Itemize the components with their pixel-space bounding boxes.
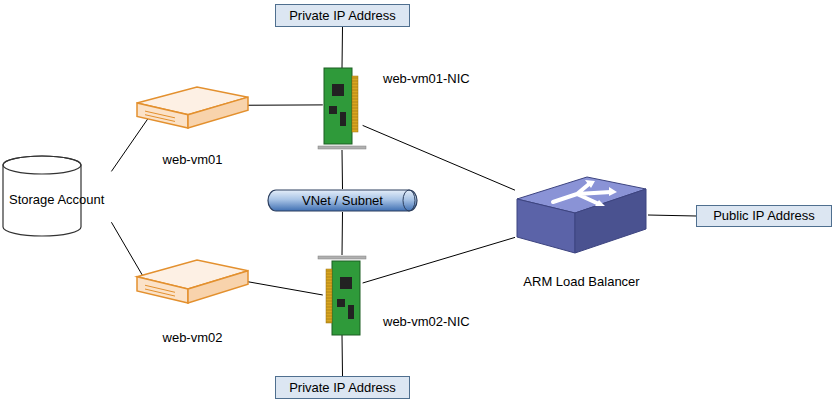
icon-shape: [145, 111, 175, 121]
connector-line: [363, 237, 515, 283]
icon-shape: [352, 108, 358, 109]
icon-shape: [352, 78, 358, 79]
icon-shape: [352, 90, 358, 91]
icon-shape: [326, 274, 332, 275]
icon-shape: [352, 96, 358, 97]
connector-line: [247, 282, 323, 296]
icon-shape: [337, 299, 345, 307]
icon-shape: [585, 180, 617, 206]
icon-shape: [329, 106, 337, 114]
icon-shape: [326, 295, 332, 296]
icon-shape: [326, 313, 332, 314]
icon-shape: [332, 84, 344, 96]
icon-shape: [352, 123, 358, 124]
icon-shape: [332, 261, 360, 335]
node-label: Storage Account: [9, 192, 104, 208]
icon-shape: [340, 277, 352, 289]
icon-shape: [352, 114, 358, 115]
icon-shape: [352, 102, 358, 103]
ip-address-box: Public IP Address: [696, 205, 832, 227]
icon-shape: [517, 199, 575, 253]
icon-shape: [135, 258, 250, 305]
vnet-pipe: VNet / Subnet: [267, 189, 418, 212]
icon-shape: [352, 93, 358, 94]
icon-shape: [188, 271, 248, 303]
icon-shape: [326, 298, 332, 299]
icon-shape: [352, 126, 358, 127]
node-label: VNet / Subnet: [302, 193, 383, 209]
icon-shape: [326, 286, 332, 287]
connector-line: [342, 27, 344, 68]
icon-shape: [326, 310, 332, 311]
icon-shape: [352, 105, 358, 106]
icon-shape: [352, 76, 358, 132]
connector-line: [342, 150, 344, 189]
icon-shape: [318, 255, 366, 335]
icon-shape: [324, 68, 352, 144]
icon-shape: [326, 319, 332, 320]
icon-shape: [137, 103, 188, 128]
icon-shape: [352, 117, 358, 118]
connector-line: [363, 125, 515, 190]
icon-shape: [318, 146, 366, 149]
vm-server: web-vm02: [135, 258, 250, 305]
icon-shape: [403, 190, 415, 211]
icon-shape: [326, 292, 332, 293]
node-label: Private IP Address: [289, 8, 396, 24]
icon-shape: [340, 112, 346, 126]
icon-shape: [352, 120, 358, 121]
icon-shape: [318, 68, 366, 150]
ip-address-box: Private IP Address: [275, 4, 410, 27]
connector-line: [342, 335, 344, 376]
icon-shape: [352, 87, 358, 88]
icon-shape: [326, 269, 332, 323]
node-label: web-vm02-NIC: [383, 314, 470, 330]
node-label: web-vm02: [163, 330, 223, 346]
ip-address-box: Private IP Address: [275, 376, 410, 399]
icon-shape: [553, 184, 611, 204]
icon-shape: [326, 271, 332, 272]
icon-shape: [352, 81, 358, 82]
icon-shape: [326, 280, 332, 281]
icon-shape: [326, 289, 332, 290]
storage-cylinder: Storage Account: [2, 155, 111, 237]
icon-shape: [352, 84, 358, 85]
icon-shape: [352, 129, 358, 130]
icon-shape: [3, 156, 81, 174]
icon-shape: [348, 305, 354, 319]
node-label: Private IP Address: [289, 380, 396, 396]
icon-shape: [135, 85, 250, 130]
node-label: ARM Load Balancer: [523, 274, 639, 290]
icon-shape: [352, 99, 358, 100]
vm-server: web-vm01: [135, 85, 250, 130]
icon-shape: [137, 277, 188, 303]
node-label: web-vm01-NIC: [383, 71, 470, 87]
node-label: web-vm01: [163, 152, 223, 168]
load-balancer: ARM Load Balancer: [515, 175, 648, 255]
icon-shape: [326, 304, 332, 305]
connector-line: [342, 212, 344, 255]
icon-shape: [515, 175, 648, 255]
connector-line: [648, 215, 696, 216]
connector-line: [111, 117, 148, 171]
connector-line: [247, 104, 323, 105]
icon-shape: [326, 307, 332, 308]
icon-shape: [326, 316, 332, 317]
icon-shape: [145, 285, 175, 296]
nic-card: web-vm02-NIC: [318, 255, 366, 335]
icon-shape: [268, 190, 417, 211]
node-label: Public IP Address: [713, 208, 815, 224]
icon-shape: [326, 283, 332, 284]
icon-shape: [326, 301, 332, 302]
nic-card: web-vm01-NIC: [318, 68, 366, 150]
icon-shape: [352, 111, 358, 112]
icon-shape: [188, 97, 248, 128]
icon-shape: [326, 277, 332, 278]
icon-shape: [326, 322, 332, 323]
icon-shape: [318, 256, 366, 259]
